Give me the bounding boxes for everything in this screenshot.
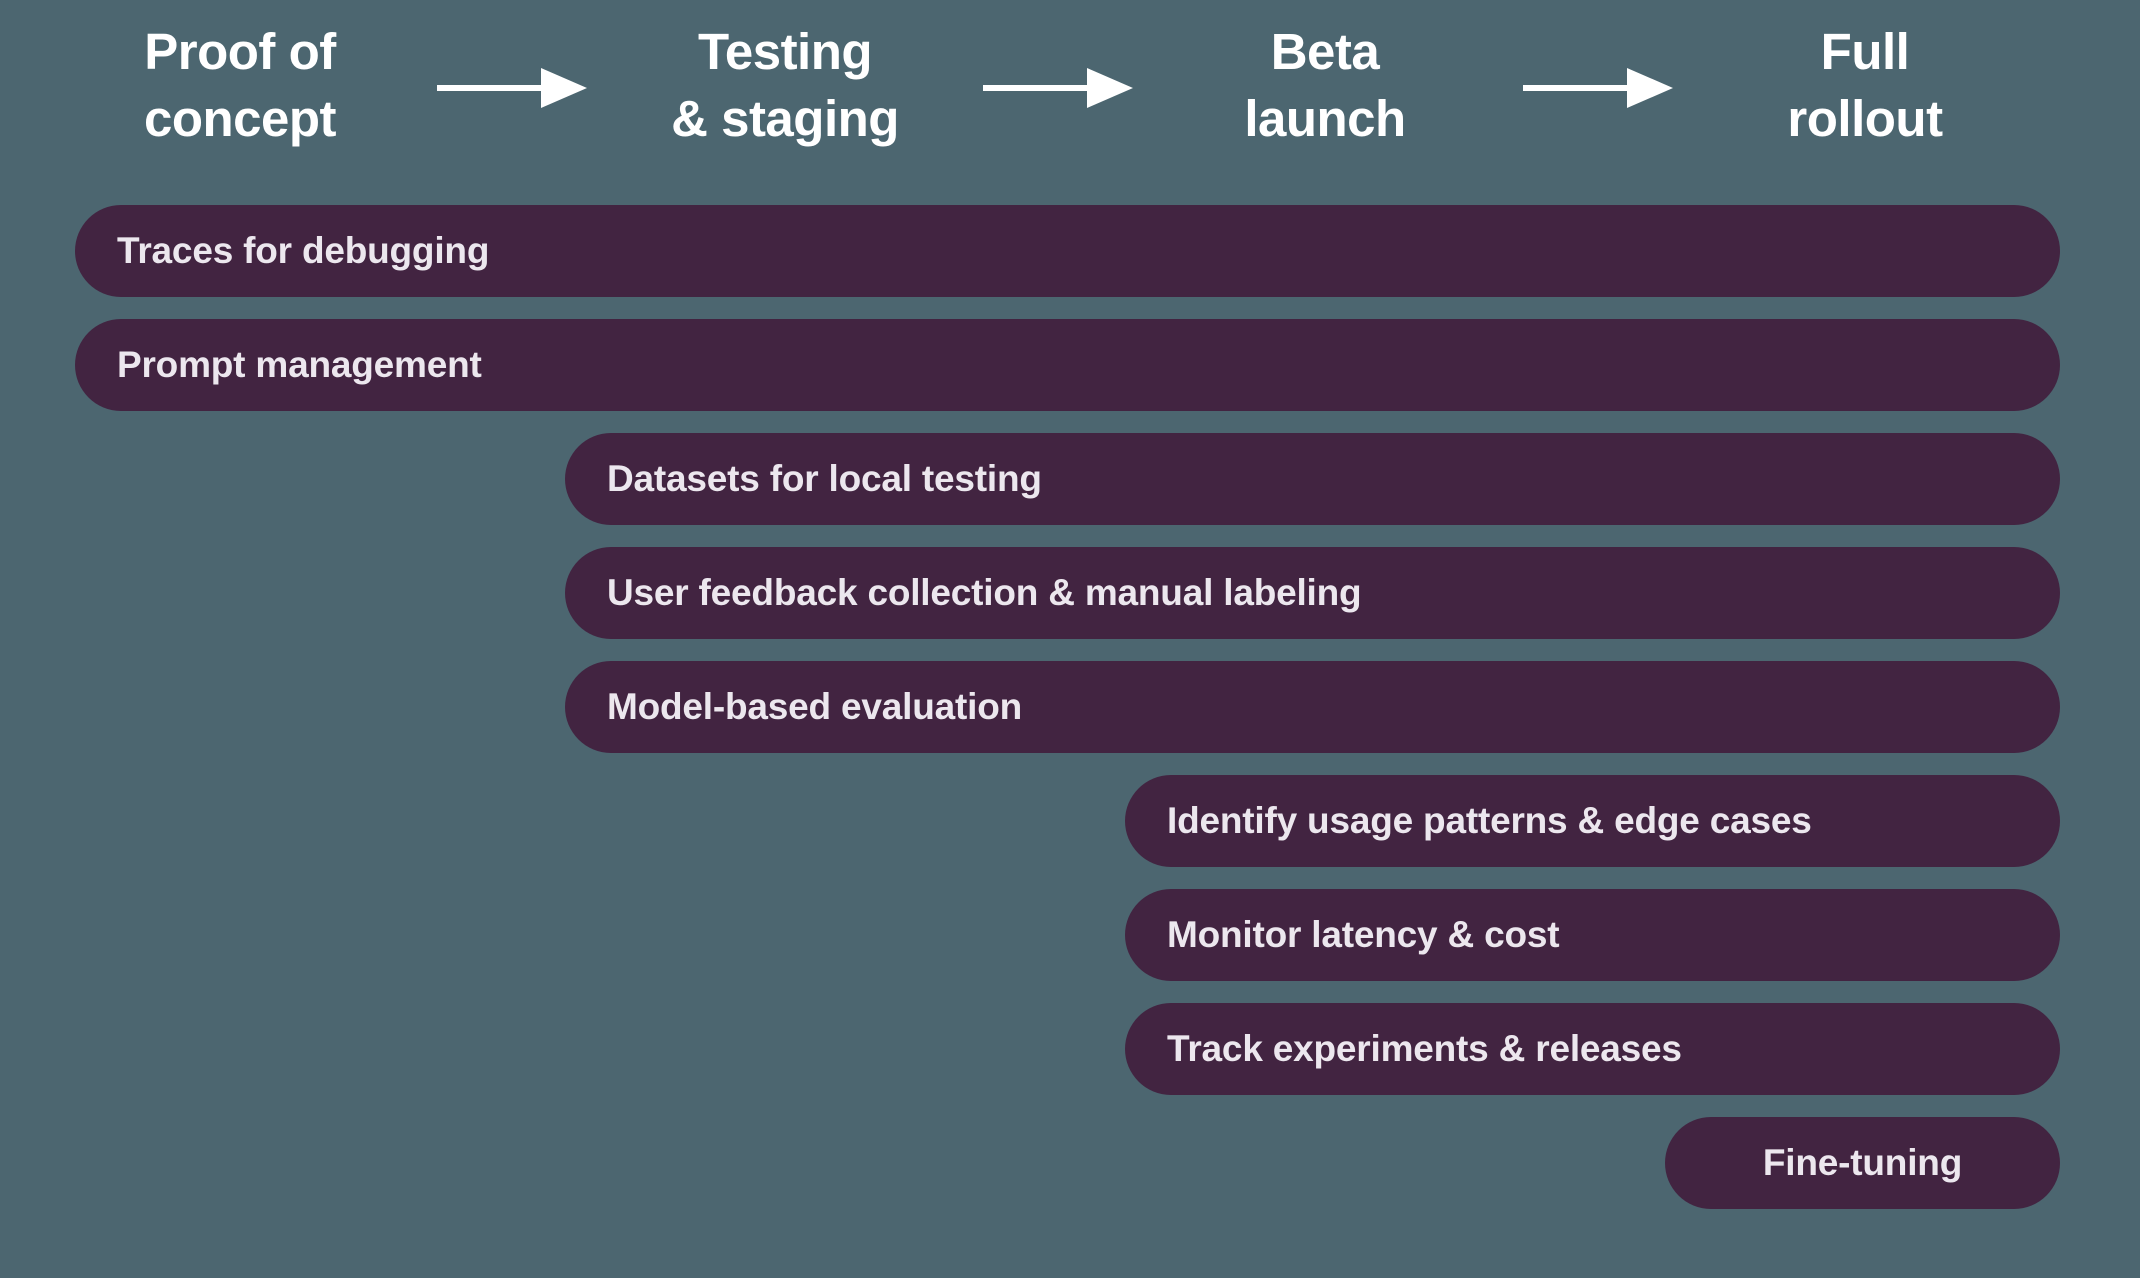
phase-label-testing-and-staging: Testing & staging <box>671 23 899 147</box>
phase-label-proof-of-concept: Proof of concept <box>143 23 337 147</box>
capability-bar-label: Track experiments & releases <box>1167 1028 1682 1069</box>
capability-bar-prompt-management[interactable]: Prompt management <box>75 319 2060 411</box>
capability-bar-label: Model-based evaluation <box>607 686 1023 727</box>
capability-bar-fine-tuning[interactable]: Fine-tuning <box>1665 1117 2060 1209</box>
capability-bar-label: Identify usage patterns & edge cases <box>1167 800 1812 841</box>
capability-bar-label: Datasets for local testing <box>607 458 1042 499</box>
capability-bar-user-feedback-collection[interactable]: User feedback collection & manual labeli… <box>565 547 2060 639</box>
capability-bar-monitor-latency-and-cost[interactable]: Monitor latency & cost <box>1125 889 2060 981</box>
capability-bar-identify-usage-patterns[interactable]: Identify usage patterns & edge cases <box>1125 775 2060 867</box>
capability-bar-label: Monitor latency & cost <box>1167 914 1560 955</box>
capability-bar-traces-for-debugging[interactable]: Traces for debugging <box>75 205 2060 297</box>
arrow-right-icon <box>983 62 1133 114</box>
phase-label-full-rollout: Full rollout <box>1787 23 1943 147</box>
capability-bar-track-experiments-releases[interactable]: Track experiments & releases <box>1125 1003 2060 1095</box>
capability-bar-datasets-for-local-testing[interactable]: Datasets for local testing <box>565 433 2060 525</box>
capability-bar-label: Fine-tuning <box>1762 1142 1963 1183</box>
phase-header-row: Proof of concept Testing & staging Beta … <box>0 0 2140 180</box>
capability-bar-label: User feedback collection & manual labeli… <box>607 572 1362 613</box>
capability-bar-model-based-evaluation[interactable]: Model-based evaluation <box>565 661 2060 753</box>
phase-label-beta-launch: Beta launch <box>1244 23 1406 147</box>
capability-bar-label: Traces for debugging <box>117 230 490 271</box>
capability-bar-label: Prompt management <box>117 344 482 385</box>
arrow-right-icon <box>1523 62 1673 114</box>
arrow-right-icon <box>437 62 587 114</box>
